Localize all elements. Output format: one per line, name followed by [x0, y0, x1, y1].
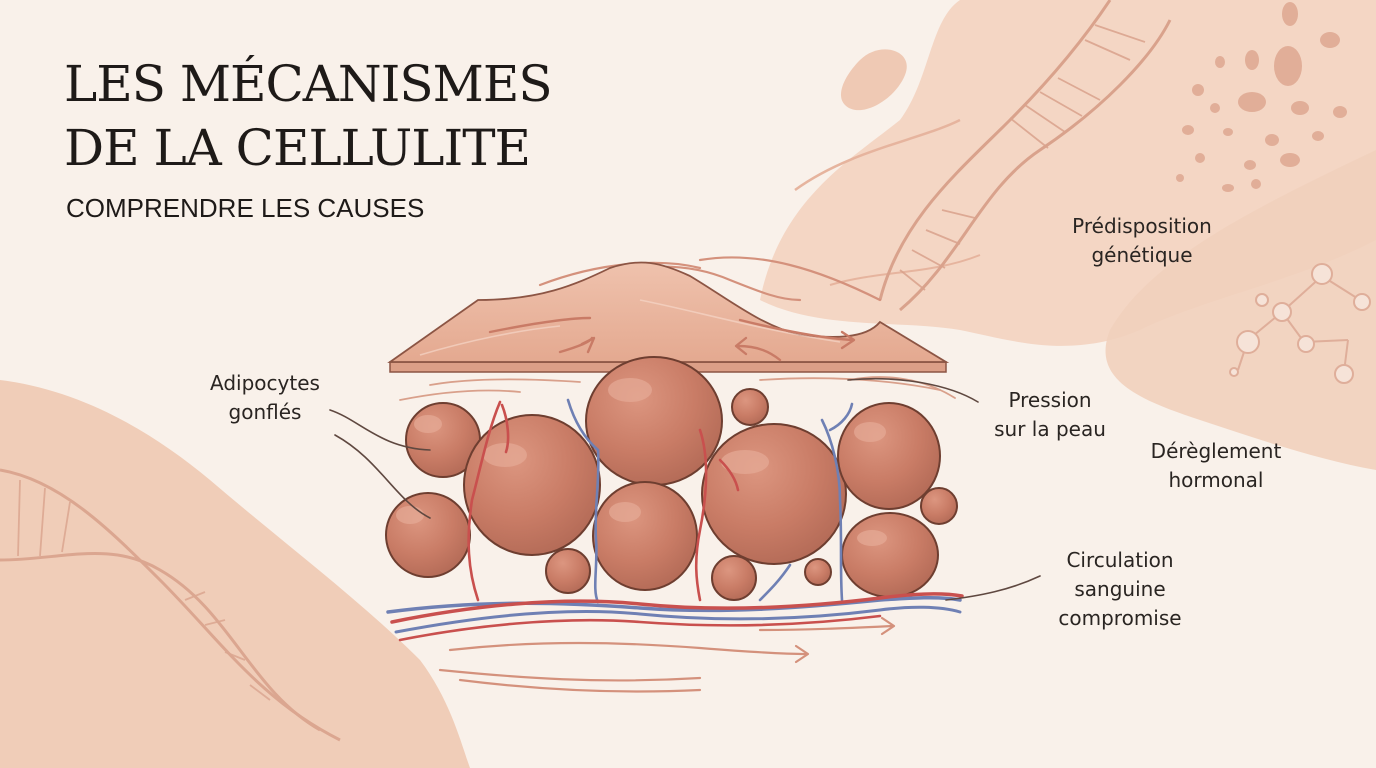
- label-line: compromise: [1058, 606, 1182, 630]
- fat-cell: [841, 512, 939, 598]
- fat-cell: [837, 402, 941, 510]
- label-line: Pression: [1008, 388, 1092, 412]
- label-circulation: Circulation sanguine compromise: [1040, 546, 1200, 633]
- title-line: DE LA CELLULITE: [64, 119, 531, 177]
- label-line: Prédisposition: [1072, 214, 1212, 238]
- hormone-dots-pattern: [1176, 2, 1347, 192]
- main-blood-vessels: [386, 592, 964, 642]
- label-line: gonflés: [228, 400, 302, 424]
- dna-helix-icon: [878, 0, 1172, 312]
- fat-cell: [920, 487, 958, 525]
- label-adipocytes: Adipocytes gonflés: [195, 369, 335, 427]
- molecule-icon: [1229, 263, 1371, 384]
- fat-cell: [711, 555, 757, 601]
- fat-cell-highlights: [396, 378, 887, 546]
- title-line: LES MÉCANISMES: [64, 55, 553, 113]
- label-leader-lines: [329, 377, 1041, 601]
- page-subtitle: COMPRENDRE LES CAUSES: [66, 193, 425, 223]
- label-line: Adipocytes: [210, 371, 320, 395]
- label-genetique: Prédisposition génétique: [1052, 212, 1232, 270]
- fat-cell: [545, 548, 591, 594]
- background-wave-line: [794, 118, 961, 192]
- fat-cell: [701, 423, 847, 565]
- skin-layer: [387, 261, 950, 373]
- label-line: sur la peau: [994, 417, 1106, 441]
- fat-cell: [592, 481, 698, 591]
- fat-cell: [731, 388, 769, 426]
- circulation-flow-arrows: [438, 616, 896, 693]
- dna-helix-icon: [0, 468, 341, 742]
- label-line: génétique: [1091, 243, 1193, 267]
- background-wave-line: [829, 254, 981, 286]
- fat-cell-cluster: [385, 356, 958, 601]
- blood-vessels: [467, 398, 854, 604]
- fat-cell: [463, 414, 601, 556]
- fat-cell: [585, 356, 723, 486]
- label-hormonal: Dérèglement hormonal: [1134, 437, 1298, 495]
- label-line: Dérèglement: [1150, 439, 1282, 463]
- pressure-arrow-icon: [488, 316, 856, 362]
- label-pression: Pression sur la peau: [985, 386, 1115, 444]
- label-line: sanguine: [1074, 577, 1166, 601]
- background-blob-right: [1105, 150, 1376, 470]
- page-title: LES MÉCANISMES DE LA CELLULITE: [64, 52, 553, 180]
- label-line: hormonal: [1168, 468, 1264, 492]
- fat-cell: [385, 492, 471, 578]
- background-blob-small: [840, 49, 907, 111]
- background-blob-bottom-left: [0, 380, 470, 768]
- fat-cell: [804, 558, 832, 586]
- label-line: Circulation: [1066, 548, 1174, 572]
